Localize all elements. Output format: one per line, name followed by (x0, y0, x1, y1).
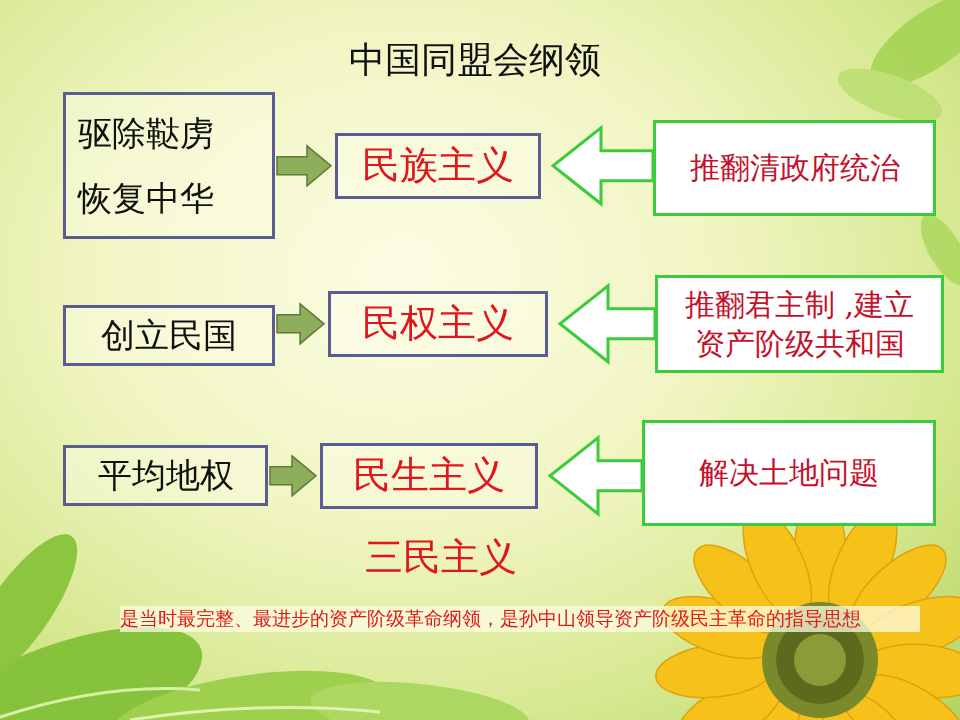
block-arrow (270, 456, 316, 496)
hollow-arrow (550, 438, 642, 514)
node-text: 民族主义 (362, 142, 514, 190)
explanation-box: 解决土地问题 (642, 420, 936, 526)
node-text: 驱除鞑虏 恢复中华 (78, 101, 228, 230)
program-box: 驱除鞑虏 恢复中华 (63, 92, 275, 239)
program-box: 平均地权 (63, 445, 268, 506)
note-text: 是当时最完整、最进步的资产阶级革命纲领，是孙中山领导资产阶级民主革命的指导思想 (120, 606, 920, 632)
block-arrow (277, 304, 324, 344)
node-text: 创立民国 (101, 314, 237, 357)
hollow-arrow (553, 128, 653, 204)
program-box: 民族主义 (335, 133, 541, 199)
node-text: 平均地权 (98, 454, 234, 497)
summary-label: 三民主义 (365, 532, 665, 583)
hollow-arrow (560, 286, 655, 362)
block-arrow (277, 146, 331, 186)
node-text: 民生主义 (353, 452, 505, 500)
program-box: 民生主义 (320, 443, 538, 509)
explanation-box: 推翻君主制 ,建立 资产阶级共和国 (655, 275, 944, 373)
diagram-title: 中国同盟会纲领 (0, 36, 950, 85)
node-text: 推翻清政府统治 (690, 149, 900, 187)
node-text: 推翻君主制 ,建立 资产阶级共和国 (672, 285, 927, 363)
explanation-box: 推翻清政府统治 (653, 120, 936, 216)
program-box: 民权主义 (328, 291, 548, 357)
program-box: 创立民国 (63, 305, 275, 366)
node-text: 民权主义 (362, 300, 514, 348)
node-text: 解决土地问题 (699, 454, 879, 492)
